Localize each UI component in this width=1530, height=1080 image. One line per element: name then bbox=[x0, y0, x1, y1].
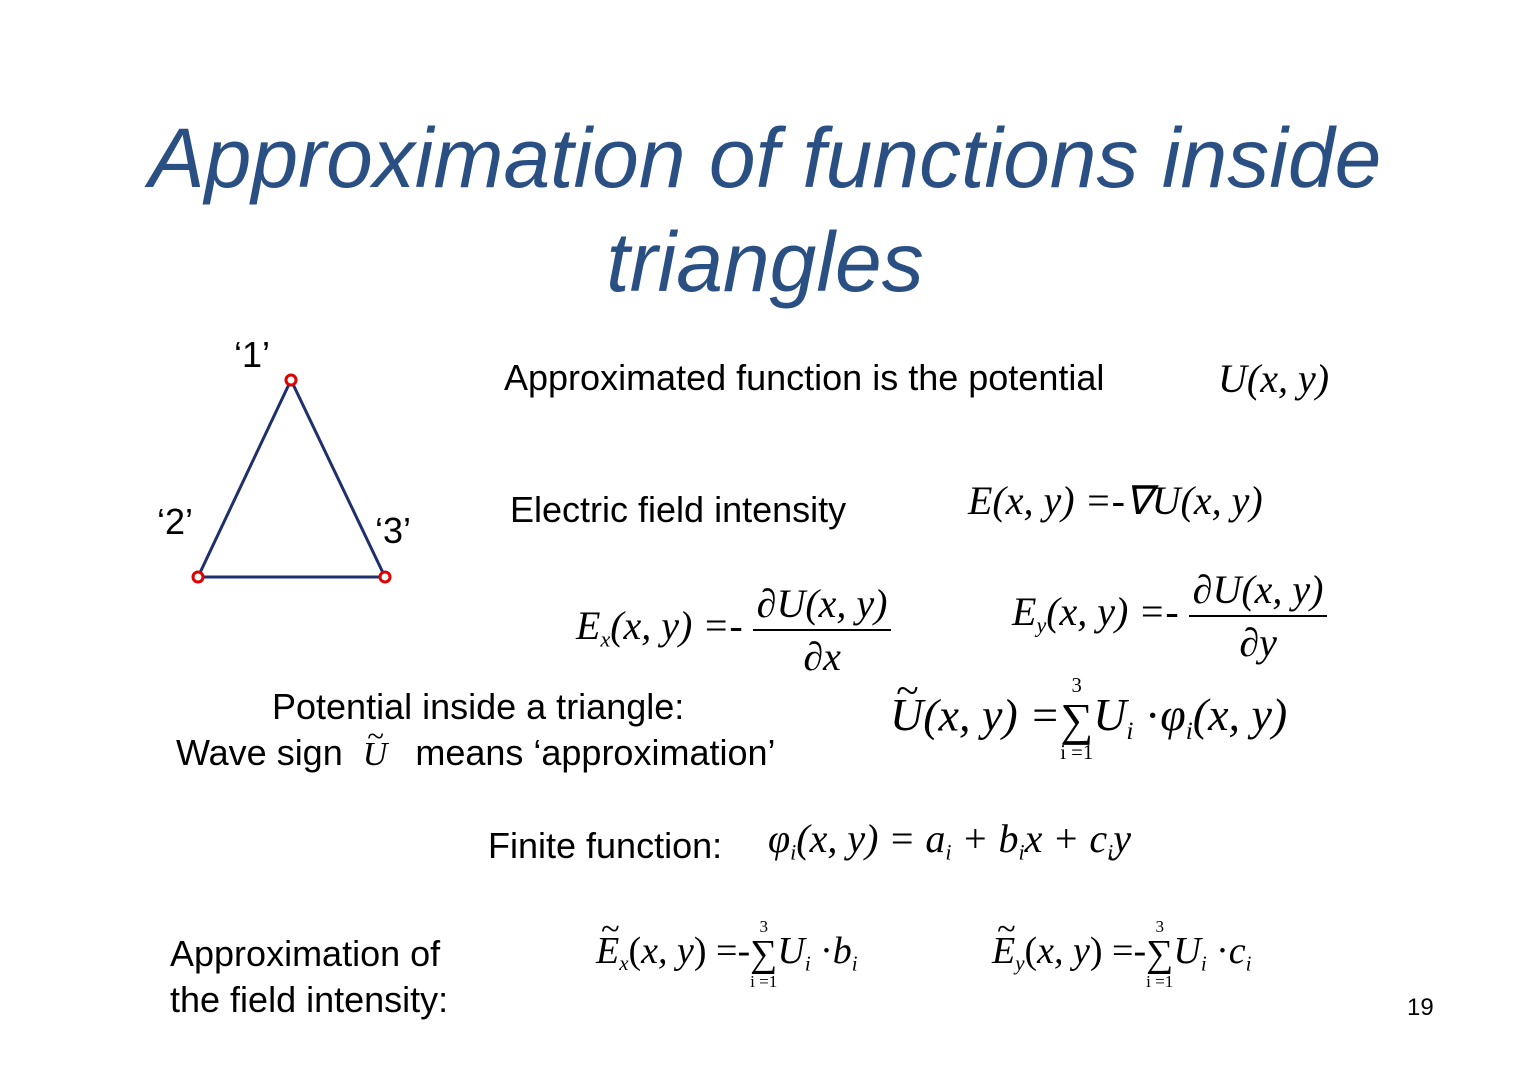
sum-lower: i =1 bbox=[1060, 741, 1094, 764]
ey-symbol: Ey bbox=[1012, 589, 1047, 638]
ey-lhs: (x, y) =- bbox=[1046, 589, 1179, 635]
sum-upper: 3 bbox=[1071, 675, 1082, 697]
potential-line-1: Potential inside a triangle: bbox=[272, 686, 685, 727]
u-tilde-symbol: U bbox=[363, 714, 388, 777]
page-number: 19 bbox=[1407, 994, 1434, 1021]
ey-numerator: ∂U(x, y) bbox=[1188, 566, 1328, 617]
title-line-1: Approximation of functions inside bbox=[148, 111, 1382, 205]
triangle-edge-1-2 bbox=[196, 379, 293, 578]
vertex-3-label: ‘3’ bbox=[375, 510, 412, 551]
wave-sign-line: Wave sign U means ‘approximation’ bbox=[176, 714, 776, 777]
phi-def-a: (x, y) = a bbox=[796, 816, 946, 861]
ex-sum-symbol: 3∑i =1 bbox=[750, 917, 778, 992]
ey-tilde-symbol: E bbox=[992, 908, 1016, 973]
ex-sum-lower: i =1 bbox=[750, 972, 778, 992]
electric-field-text: Electric field intensity bbox=[510, 489, 847, 530]
phi-def-b: + b bbox=[951, 816, 1019, 861]
wave-sign-suffix: means ‘approximation’ bbox=[415, 732, 776, 773]
node-1 bbox=[284, 373, 298, 387]
u-tilde-formula: U(x, y) =3∑i =1Ui ·φi(x, y) bbox=[890, 665, 1287, 764]
u-tilde-args: (x, y) = bbox=[923, 689, 1061, 741]
ex-numerator: ∂U(x, y) bbox=[752, 580, 892, 631]
ex-formula: Ex(x, y) =- ∂U(x, y) ∂x bbox=[576, 580, 892, 680]
ex-symbol: Ex bbox=[576, 603, 611, 652]
node-3 bbox=[378, 570, 392, 584]
ey-sum-lower: i =1 bbox=[1146, 972, 1174, 992]
vertex-2-label: ‘2’ bbox=[157, 501, 194, 542]
approx-function-text: Approximated function is the potential bbox=[504, 357, 1105, 398]
ex-fraction: ∂U(x, y) ∂x bbox=[752, 580, 892, 680]
sum-symbol: 3∑i =1 bbox=[1060, 675, 1094, 764]
ey-sum-symbol: 3∑i =1 bbox=[1146, 917, 1174, 992]
approx-field-line-2: the field intensity: bbox=[170, 979, 449, 1020]
phi-formula: φi(x, y) = ai + bix + ciy bbox=[768, 816, 1132, 865]
triangle-edge-1-3 bbox=[289, 379, 387, 578]
approx-field-line-1: Approximation of bbox=[170, 933, 441, 974]
ex-sum-upper: 3 bbox=[759, 917, 769, 936]
efield-formula: E(x, y) =-∇U(x, y) bbox=[968, 477, 1263, 524]
phi-def-c: x + c bbox=[1024, 816, 1108, 861]
node-2 bbox=[191, 570, 205, 584]
finite-function-text: Finite function: bbox=[488, 825, 723, 866]
efield-lhs: E(x, y) =- bbox=[968, 478, 1125, 523]
ey-fraction: ∂U(x, y) ∂y bbox=[1188, 566, 1328, 666]
ey-tilde-formula: Ey(x, y) =-3∑i =1Ui ·ci bbox=[992, 908, 1251, 992]
efield-rhs: ∇U(x, y) bbox=[1124, 478, 1263, 523]
ey-denominator: ∂y bbox=[1239, 620, 1277, 665]
ex-lhs: (x, y) =- bbox=[610, 603, 743, 649]
ey-sum-upper: 3 bbox=[1155, 917, 1165, 936]
slide-title: Approximation of functions inside triang… bbox=[0, 106, 1530, 314]
vertex-1-label: ‘1’ bbox=[234, 334, 271, 375]
potential-formula: U(x, y) bbox=[1218, 356, 1330, 401]
wave-sign-prefix: Wave sign bbox=[176, 732, 343, 773]
ey-formula: Ey(x, y) =- ∂U(x, y) ∂y bbox=[1012, 566, 1328, 666]
triangle-diagram bbox=[191, 373, 392, 584]
ex-denominator: ∂x bbox=[803, 634, 841, 679]
title-line-2: triangles bbox=[606, 215, 924, 309]
u-tilde-lhs: U bbox=[890, 665, 923, 740]
phi-def-d: y bbox=[1113, 816, 1132, 861]
ex-tilde-formula: Ex(x, y) =-3∑i =1Ui ·bi bbox=[596, 908, 858, 992]
ex-tilde-symbol: E bbox=[596, 908, 620, 973]
